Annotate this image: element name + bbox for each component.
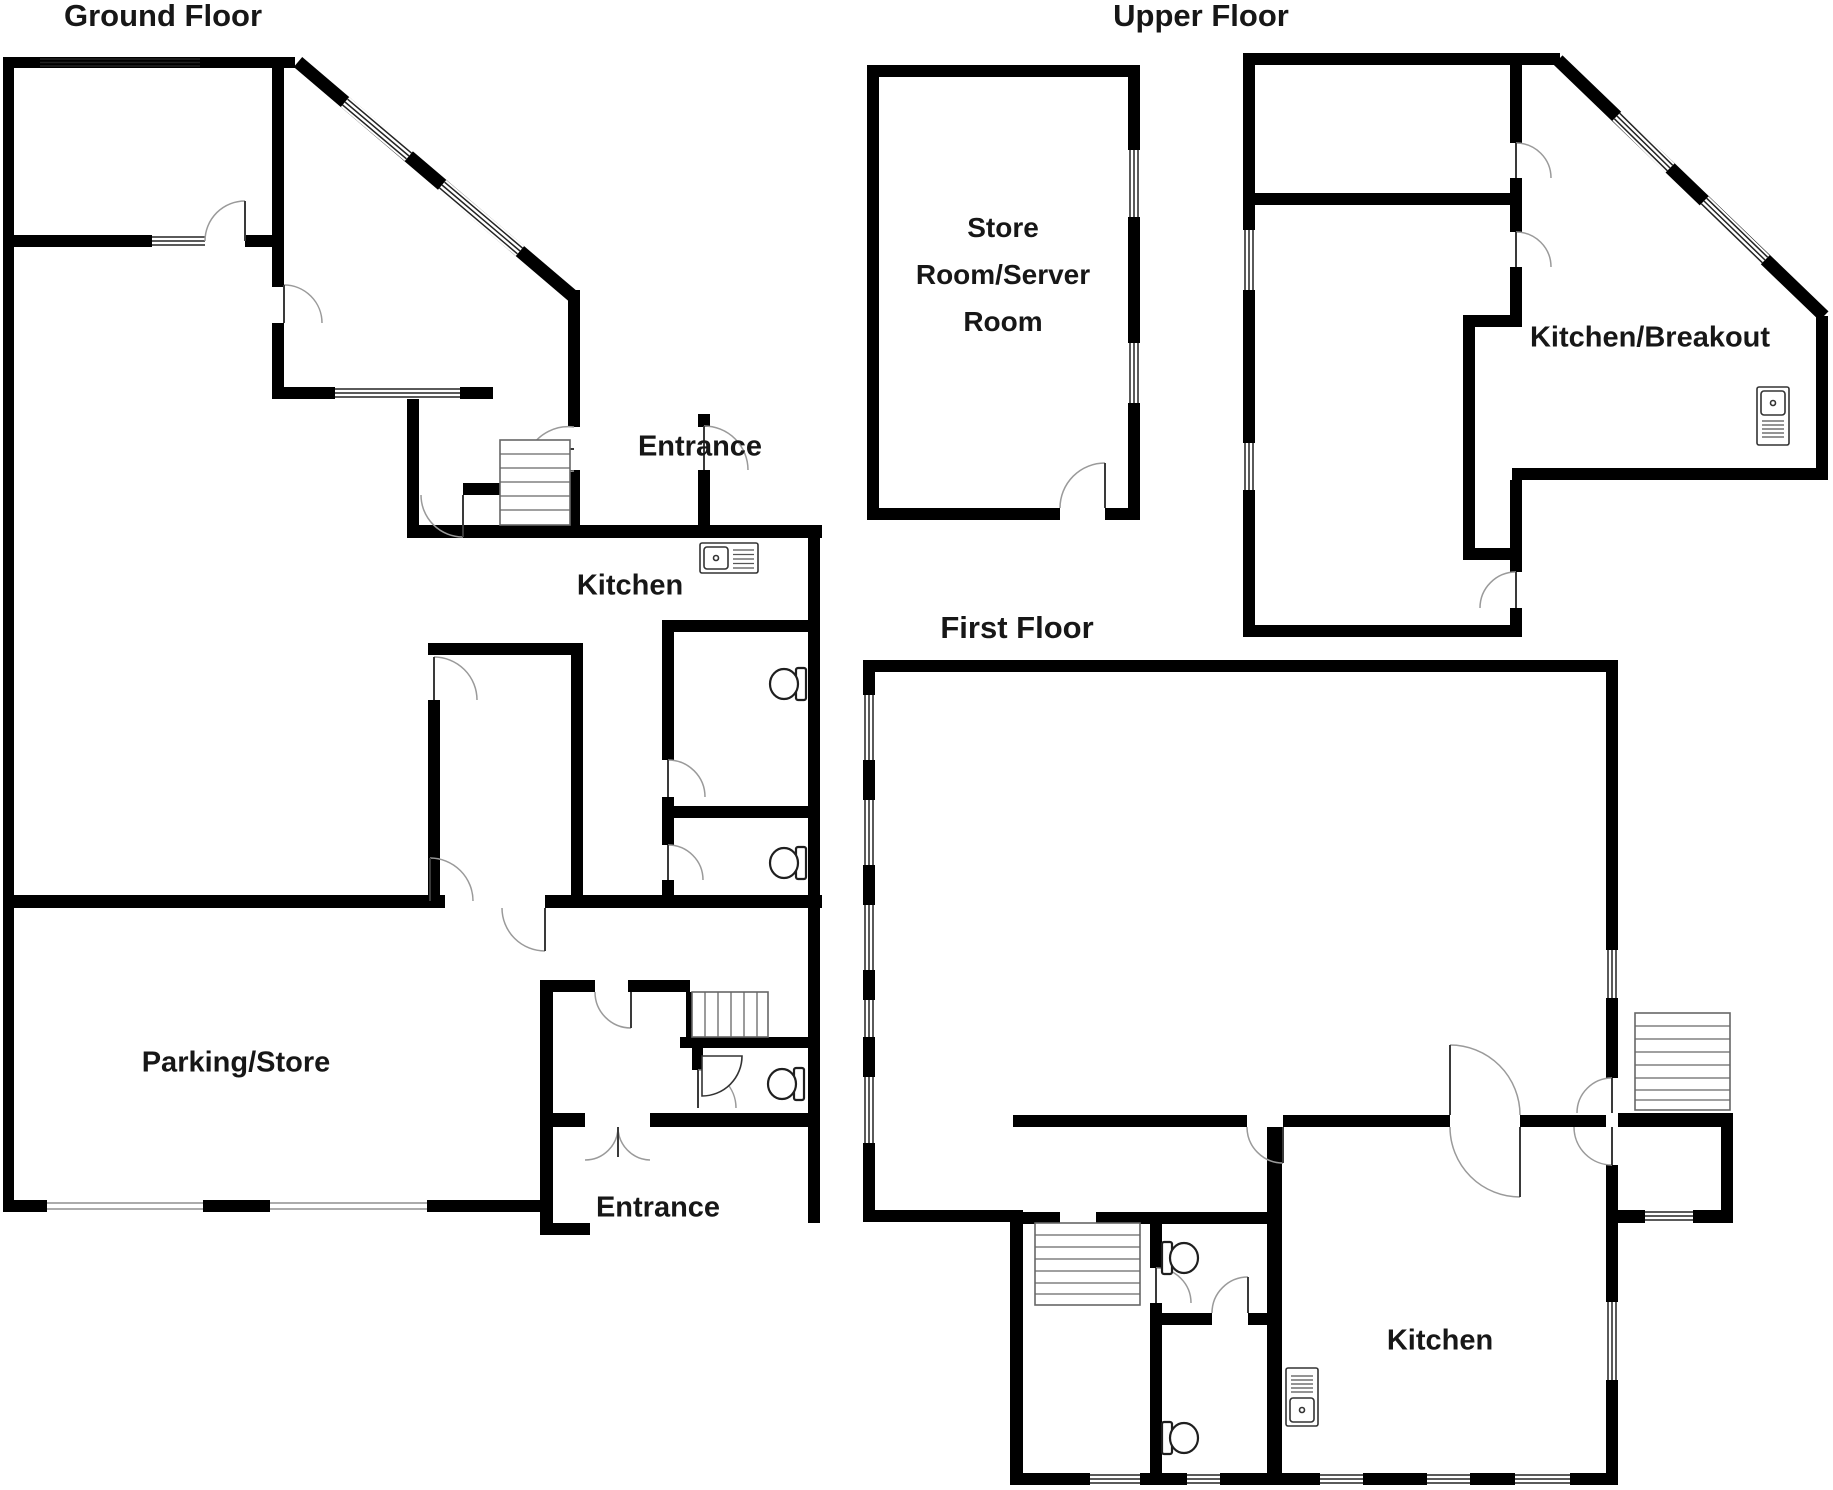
sink-icon — [1285, 1367, 1319, 1427]
toilet-icon — [768, 845, 808, 881]
sink-icon — [1756, 386, 1790, 446]
first-floor-walls — [863, 660, 1733, 1485]
kitchen-first-label: Kitchen — [1386, 1324, 1494, 1357]
first-floor-title: First Floor — [940, 610, 1094, 645]
toilet-icon — [766, 1066, 806, 1102]
entrance-top-label: Entrance — [637, 430, 763, 463]
store-room-label-line2: Room/Server — [915, 259, 1091, 290]
store-room-label-line1: Store — [967, 212, 1039, 243]
door-arc-icon — [1059, 1044, 1613, 1314]
toilet-icon — [1160, 1240, 1200, 1276]
stairs-icon — [499, 439, 571, 526]
window-icon — [40, 58, 525, 398]
kitchen-breakout-label: Kitchen/Breakout — [1529, 321, 1771, 354]
toilet-icon — [768, 666, 808, 702]
sink-icon — [699, 542, 759, 574]
upper-floor-plan — [1243, 53, 1829, 637]
window-icon — [864, 695, 1693, 1484]
window-icon — [1244, 111, 1770, 490]
door-arc-icon — [1479, 142, 1552, 609]
stairs-icon — [1634, 1012, 1731, 1111]
store-room-label-line3: Room — [963, 306, 1043, 337]
ground-floor-title: Ground Floor — [63, 0, 263, 33]
ground-floor-plan — [3, 57, 822, 1235]
upper-floor-walls — [1243, 53, 1829, 637]
first-floor-plan — [863, 660, 1733, 1485]
store-room-walls — [867, 65, 1140, 520]
door-arc-icon — [1059, 462, 1106, 509]
ground-floor-walls — [3, 57, 822, 1235]
window-icon — [1129, 150, 1139, 403]
toilet-icon — [1160, 1420, 1200, 1456]
stairs-icon — [691, 991, 769, 1038]
kitchen-ground-label: Kitchen — [576, 569, 684, 602]
stairs-icon — [1034, 1222, 1141, 1306]
entrance-bottom-label: Entrance — [595, 1191, 721, 1224]
store-room-plan — [867, 65, 1140, 520]
shower-icon — [701, 1055, 743, 1097]
upper-floor-title: Upper Floor — [1113, 0, 1289, 33]
parking-store-label: Parking/Store — [141, 1046, 331, 1079]
